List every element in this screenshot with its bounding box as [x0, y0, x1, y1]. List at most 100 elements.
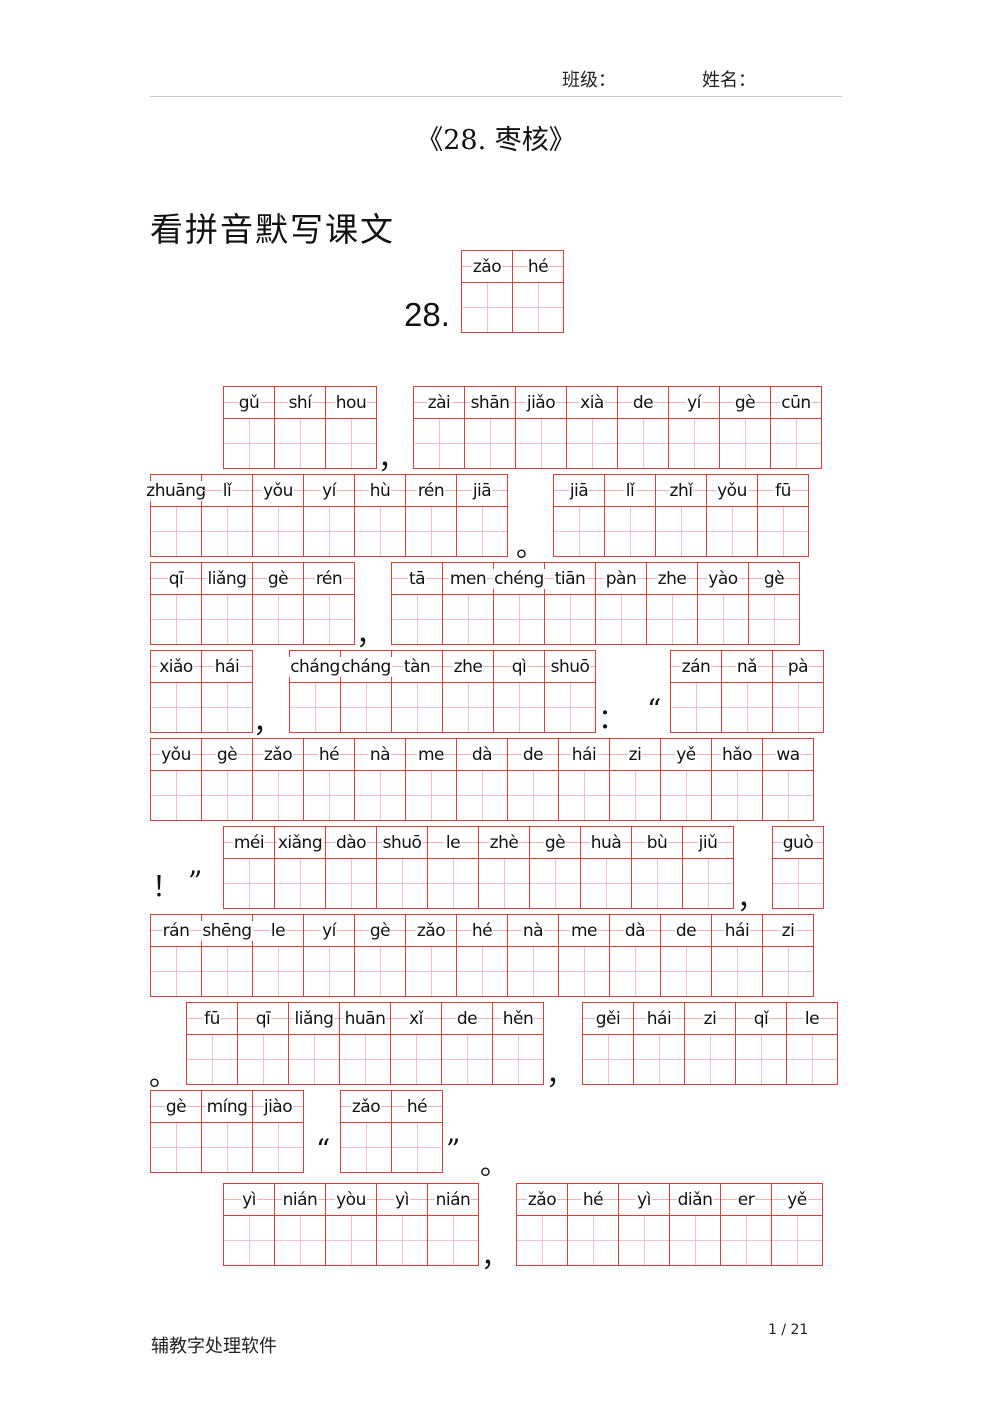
hanzi-writing-box[interactable]	[712, 947, 762, 996]
hanzi-writing-box[interactable]	[605, 507, 655, 556]
hanzi-writing-box[interactable]	[202, 1123, 252, 1172]
hanzi-writing-box[interactable]	[721, 1216, 771, 1265]
hanzi-writing-box[interactable]	[513, 283, 563, 332]
hanzi-writing-box[interactable]	[253, 507, 303, 556]
hanzi-writing-box[interactable]	[619, 1216, 669, 1265]
hanzi-writing-box[interactable]	[494, 595, 544, 644]
hanzi-writing-box[interactable]	[341, 1123, 391, 1172]
hanzi-writing-box[interactable]	[275, 859, 325, 908]
hanzi-writing-box[interactable]	[355, 947, 405, 996]
hanzi-writing-box[interactable]	[377, 1216, 427, 1265]
hanzi-writing-box[interactable]	[406, 771, 456, 820]
hanzi-writing-box[interactable]	[253, 947, 303, 996]
hanzi-writing-box[interactable]	[151, 683, 201, 732]
hanzi-writing-box[interactable]	[377, 859, 427, 908]
hanzi-writing-box[interactable]	[545, 683, 595, 732]
hanzi-writing-box[interactable]	[304, 595, 354, 644]
hanzi-writing-box[interactable]	[428, 859, 478, 908]
hanzi-writing-box[interactable]	[581, 859, 631, 908]
hanzi-writing-box[interactable]	[326, 419, 376, 468]
hanzi-writing-box[interactable]	[304, 947, 354, 996]
hanzi-writing-box[interactable]	[530, 859, 580, 908]
hanzi-writing-box[interactable]	[494, 683, 544, 732]
hanzi-writing-box[interactable]	[787, 1035, 837, 1084]
hanzi-writing-box[interactable]	[559, 947, 609, 996]
hanzi-writing-box[interactable]	[545, 595, 595, 644]
hanzi-writing-box[interactable]	[406, 947, 456, 996]
hanzi-writing-box[interactable]	[253, 595, 303, 644]
hanzi-writing-box[interactable]	[340, 1035, 390, 1084]
hanzi-writing-box[interactable]	[749, 595, 799, 644]
hanzi-writing-box[interactable]	[698, 595, 748, 644]
hanzi-writing-box[interactable]	[253, 1123, 303, 1172]
hanzi-writing-box[interactable]	[661, 947, 711, 996]
hanzi-writing-box[interactable]	[443, 595, 493, 644]
hanzi-writing-box[interactable]	[771, 419, 821, 468]
hanzi-writing-box[interactable]	[187, 1035, 237, 1084]
hanzi-writing-box[interactable]	[355, 507, 405, 556]
hanzi-writing-box[interactable]	[773, 859, 823, 908]
hanzi-writing-box[interactable]	[568, 1216, 618, 1265]
hanzi-writing-box[interactable]	[151, 947, 201, 996]
hanzi-writing-box[interactable]	[517, 1216, 567, 1265]
hanzi-writing-box[interactable]	[596, 595, 646, 644]
hanzi-writing-box[interactable]	[671, 683, 721, 732]
hanzi-writing-box[interactable]	[508, 771, 558, 820]
hanzi-writing-box[interactable]	[202, 507, 252, 556]
hanzi-writing-box[interactable]	[457, 947, 507, 996]
hanzi-writing-box[interactable]	[685, 1035, 735, 1084]
hanzi-writing-box[interactable]	[772, 1216, 822, 1265]
hanzi-writing-box[interactable]	[773, 683, 823, 732]
hanzi-writing-box[interactable]	[669, 419, 719, 468]
hanzi-writing-box[interactable]	[656, 507, 706, 556]
hanzi-writing-box[interactable]	[722, 683, 772, 732]
hanzi-writing-box[interactable]	[253, 771, 303, 820]
hanzi-writing-box[interactable]	[428, 1216, 478, 1265]
hanzi-writing-box[interactable]	[712, 771, 762, 820]
hanzi-writing-box[interactable]	[465, 419, 515, 468]
hanzi-writing-box[interactable]	[443, 683, 493, 732]
hanzi-writing-box[interactable]	[151, 1123, 201, 1172]
hanzi-writing-box[interactable]	[202, 683, 252, 732]
hanzi-writing-box[interactable]	[202, 947, 252, 996]
hanzi-writing-box[interactable]	[493, 1035, 543, 1084]
hanzi-writing-box[interactable]	[763, 947, 813, 996]
hanzi-writing-box[interactable]	[479, 859, 529, 908]
hanzi-writing-box[interactable]	[151, 595, 201, 644]
hanzi-writing-box[interactable]	[224, 419, 274, 468]
hanzi-writing-box[interactable]	[406, 507, 456, 556]
hanzi-writing-box[interactable]	[736, 1035, 786, 1084]
hanzi-writing-box[interactable]	[442, 1035, 492, 1084]
hanzi-writing-box[interactable]	[326, 859, 376, 908]
hanzi-writing-box[interactable]	[457, 507, 507, 556]
hanzi-writing-box[interactable]	[355, 771, 405, 820]
hanzi-writing-box[interactable]	[763, 771, 813, 820]
hanzi-writing-box[interactable]	[758, 507, 808, 556]
hanzi-writing-box[interactable]	[610, 771, 660, 820]
hanzi-writing-box[interactable]	[304, 771, 354, 820]
hanzi-writing-box[interactable]	[392, 683, 442, 732]
hanzi-writing-box[interactable]	[670, 1216, 720, 1265]
hanzi-writing-box[interactable]	[618, 419, 668, 468]
hanzi-writing-box[interactable]	[326, 1216, 376, 1265]
hanzi-writing-box[interactable]	[275, 1216, 325, 1265]
hanzi-writing-box[interactable]	[202, 771, 252, 820]
hanzi-writing-box[interactable]	[610, 947, 660, 996]
hanzi-writing-box[interactable]	[516, 419, 566, 468]
hanzi-writing-box[interactable]	[683, 859, 733, 908]
hanzi-writing-box[interactable]	[720, 419, 770, 468]
hanzi-writing-box[interactable]	[289, 1035, 339, 1084]
hanzi-writing-box[interactable]	[151, 507, 201, 556]
hanzi-writing-box[interactable]	[583, 1035, 633, 1084]
hanzi-writing-box[interactable]	[391, 1035, 441, 1084]
hanzi-writing-box[interactable]	[392, 1123, 442, 1172]
hanzi-writing-box[interactable]	[304, 507, 354, 556]
hanzi-writing-box[interactable]	[290, 683, 340, 732]
hanzi-writing-box[interactable]	[647, 595, 697, 644]
hanzi-writing-box[interactable]	[634, 1035, 684, 1084]
hanzi-writing-box[interactable]	[275, 419, 325, 468]
hanzi-writing-box[interactable]	[151, 771, 201, 820]
hanzi-writing-box[interactable]	[632, 859, 682, 908]
hanzi-writing-box[interactable]	[508, 947, 558, 996]
hanzi-writing-box[interactable]	[341, 683, 391, 732]
